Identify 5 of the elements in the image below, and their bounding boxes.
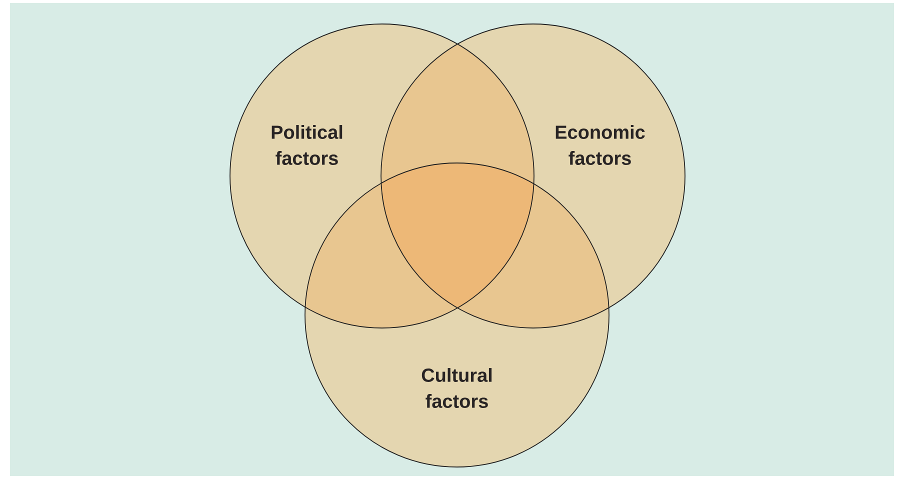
circle-label: Political factors [272, 125, 342, 165]
circle-label: Cultural factors [422, 368, 492, 408]
venn-circle [380, 24, 686, 328]
circle-label: Economic factors [556, 125, 645, 165]
venn-circle [230, 24, 534, 328]
